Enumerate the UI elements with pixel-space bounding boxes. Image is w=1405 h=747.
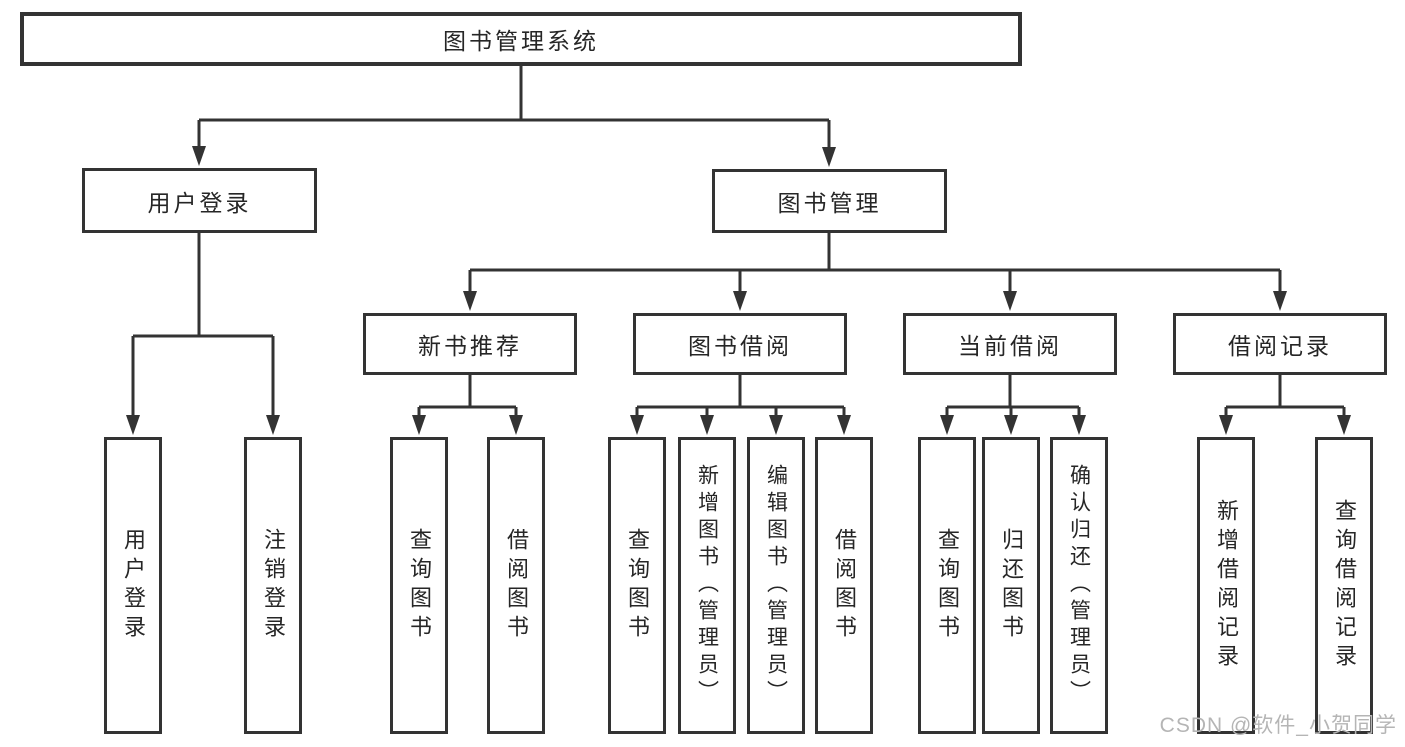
node-current-borrowing: 当前借阅 [903,313,1117,375]
leaf-label: 查询图书 [935,527,960,644]
arrowhead-down-icon [630,415,644,435]
leaf-query-borrow-record: 查询借阅记录 [1315,437,1373,734]
arrowhead-down-icon [463,291,477,311]
node-label: 图书借阅 [688,333,792,359]
leaf-query-books-borrowing: 查询图书 [608,437,666,734]
arrowhead-down-icon [1003,291,1017,311]
node-book-borrowing: 图书借阅 [633,313,847,375]
node-book-management: 图书管理 [712,169,947,233]
leaf-add-books-admin: 新增图书（管理员） [678,437,736,734]
leaf-label: 注销登录 [261,527,286,644]
leaf-confirm-return-admin: 确认归还（管理员） [1050,437,1108,734]
node-library-management-system: 图书管理系统 [20,12,1022,66]
node-label: 图书管理系统 [443,28,599,54]
leaf-label: 确认归还（管理员） [1067,464,1091,707]
arrowhead-down-icon [822,147,836,167]
node-user-login: 用户登录 [82,168,317,233]
arrowhead-down-icon [509,415,523,435]
leaf-label: 新增图书（管理员） [695,464,719,707]
node-new-book-recommend: 新书推荐 [363,313,577,375]
arrowhead-down-icon [1273,291,1287,311]
arrowhead-down-icon [192,146,206,166]
arrowhead-down-icon [733,291,747,311]
arrowhead-down-icon [769,415,783,435]
csdn-watermark: CSDN @软件_小贺同学 [1159,714,1397,737]
node-label: 用户登录 [147,189,252,216]
leaf-label: 归还图书 [999,527,1024,644]
arrowhead-down-icon [1219,415,1233,435]
arrowhead-down-icon [126,415,140,435]
leaf-return-books: 归还图书 [982,437,1040,734]
leaf-query-books-recommend: 查询图书 [390,437,448,734]
arrowhead-down-icon [412,415,426,435]
arrowhead-down-icon [1072,415,1086,435]
arrowhead-down-icon [266,415,280,435]
leaf-add-borrow-record: 新增借阅记录 [1197,437,1255,734]
leaf-logout: 注销登录 [244,437,302,734]
leaf-borrow-books-recommend: 借阅图书 [487,437,545,734]
arrowhead-down-icon [1337,415,1351,435]
leaf-label: 查询图书 [625,527,650,644]
leaf-label: 用户登录 [121,527,146,644]
leaf-label: 借阅图书 [832,527,857,644]
leaf-user-login: 用户登录 [104,437,162,734]
leaf-query-books-current: 查询图书 [918,437,976,734]
leaf-borrow-books-borrowing: 借阅图书 [815,437,873,734]
node-label: 当前借阅 [958,333,1062,359]
node-label: 图书管理 [777,190,882,216]
arrowhead-down-icon [1004,415,1018,435]
leaf-label: 借阅图书 [504,527,529,644]
node-borrow-records: 借阅记录 [1173,313,1387,375]
node-label: 新书推荐 [418,333,522,359]
node-label: 借阅记录 [1228,333,1332,359]
leaf-edit-books-admin: 编辑图书（管理员） [747,437,805,734]
arrowhead-down-icon [837,415,851,435]
leaf-label: 查询借阅记录 [1332,498,1357,673]
arrowhead-down-icon [940,415,954,435]
arrowhead-down-icon [700,415,714,435]
leaf-label: 新增借阅记录 [1214,498,1239,673]
leaf-label: 编辑图书（管理员） [764,464,788,707]
leaf-label: 查询图书 [407,527,432,644]
